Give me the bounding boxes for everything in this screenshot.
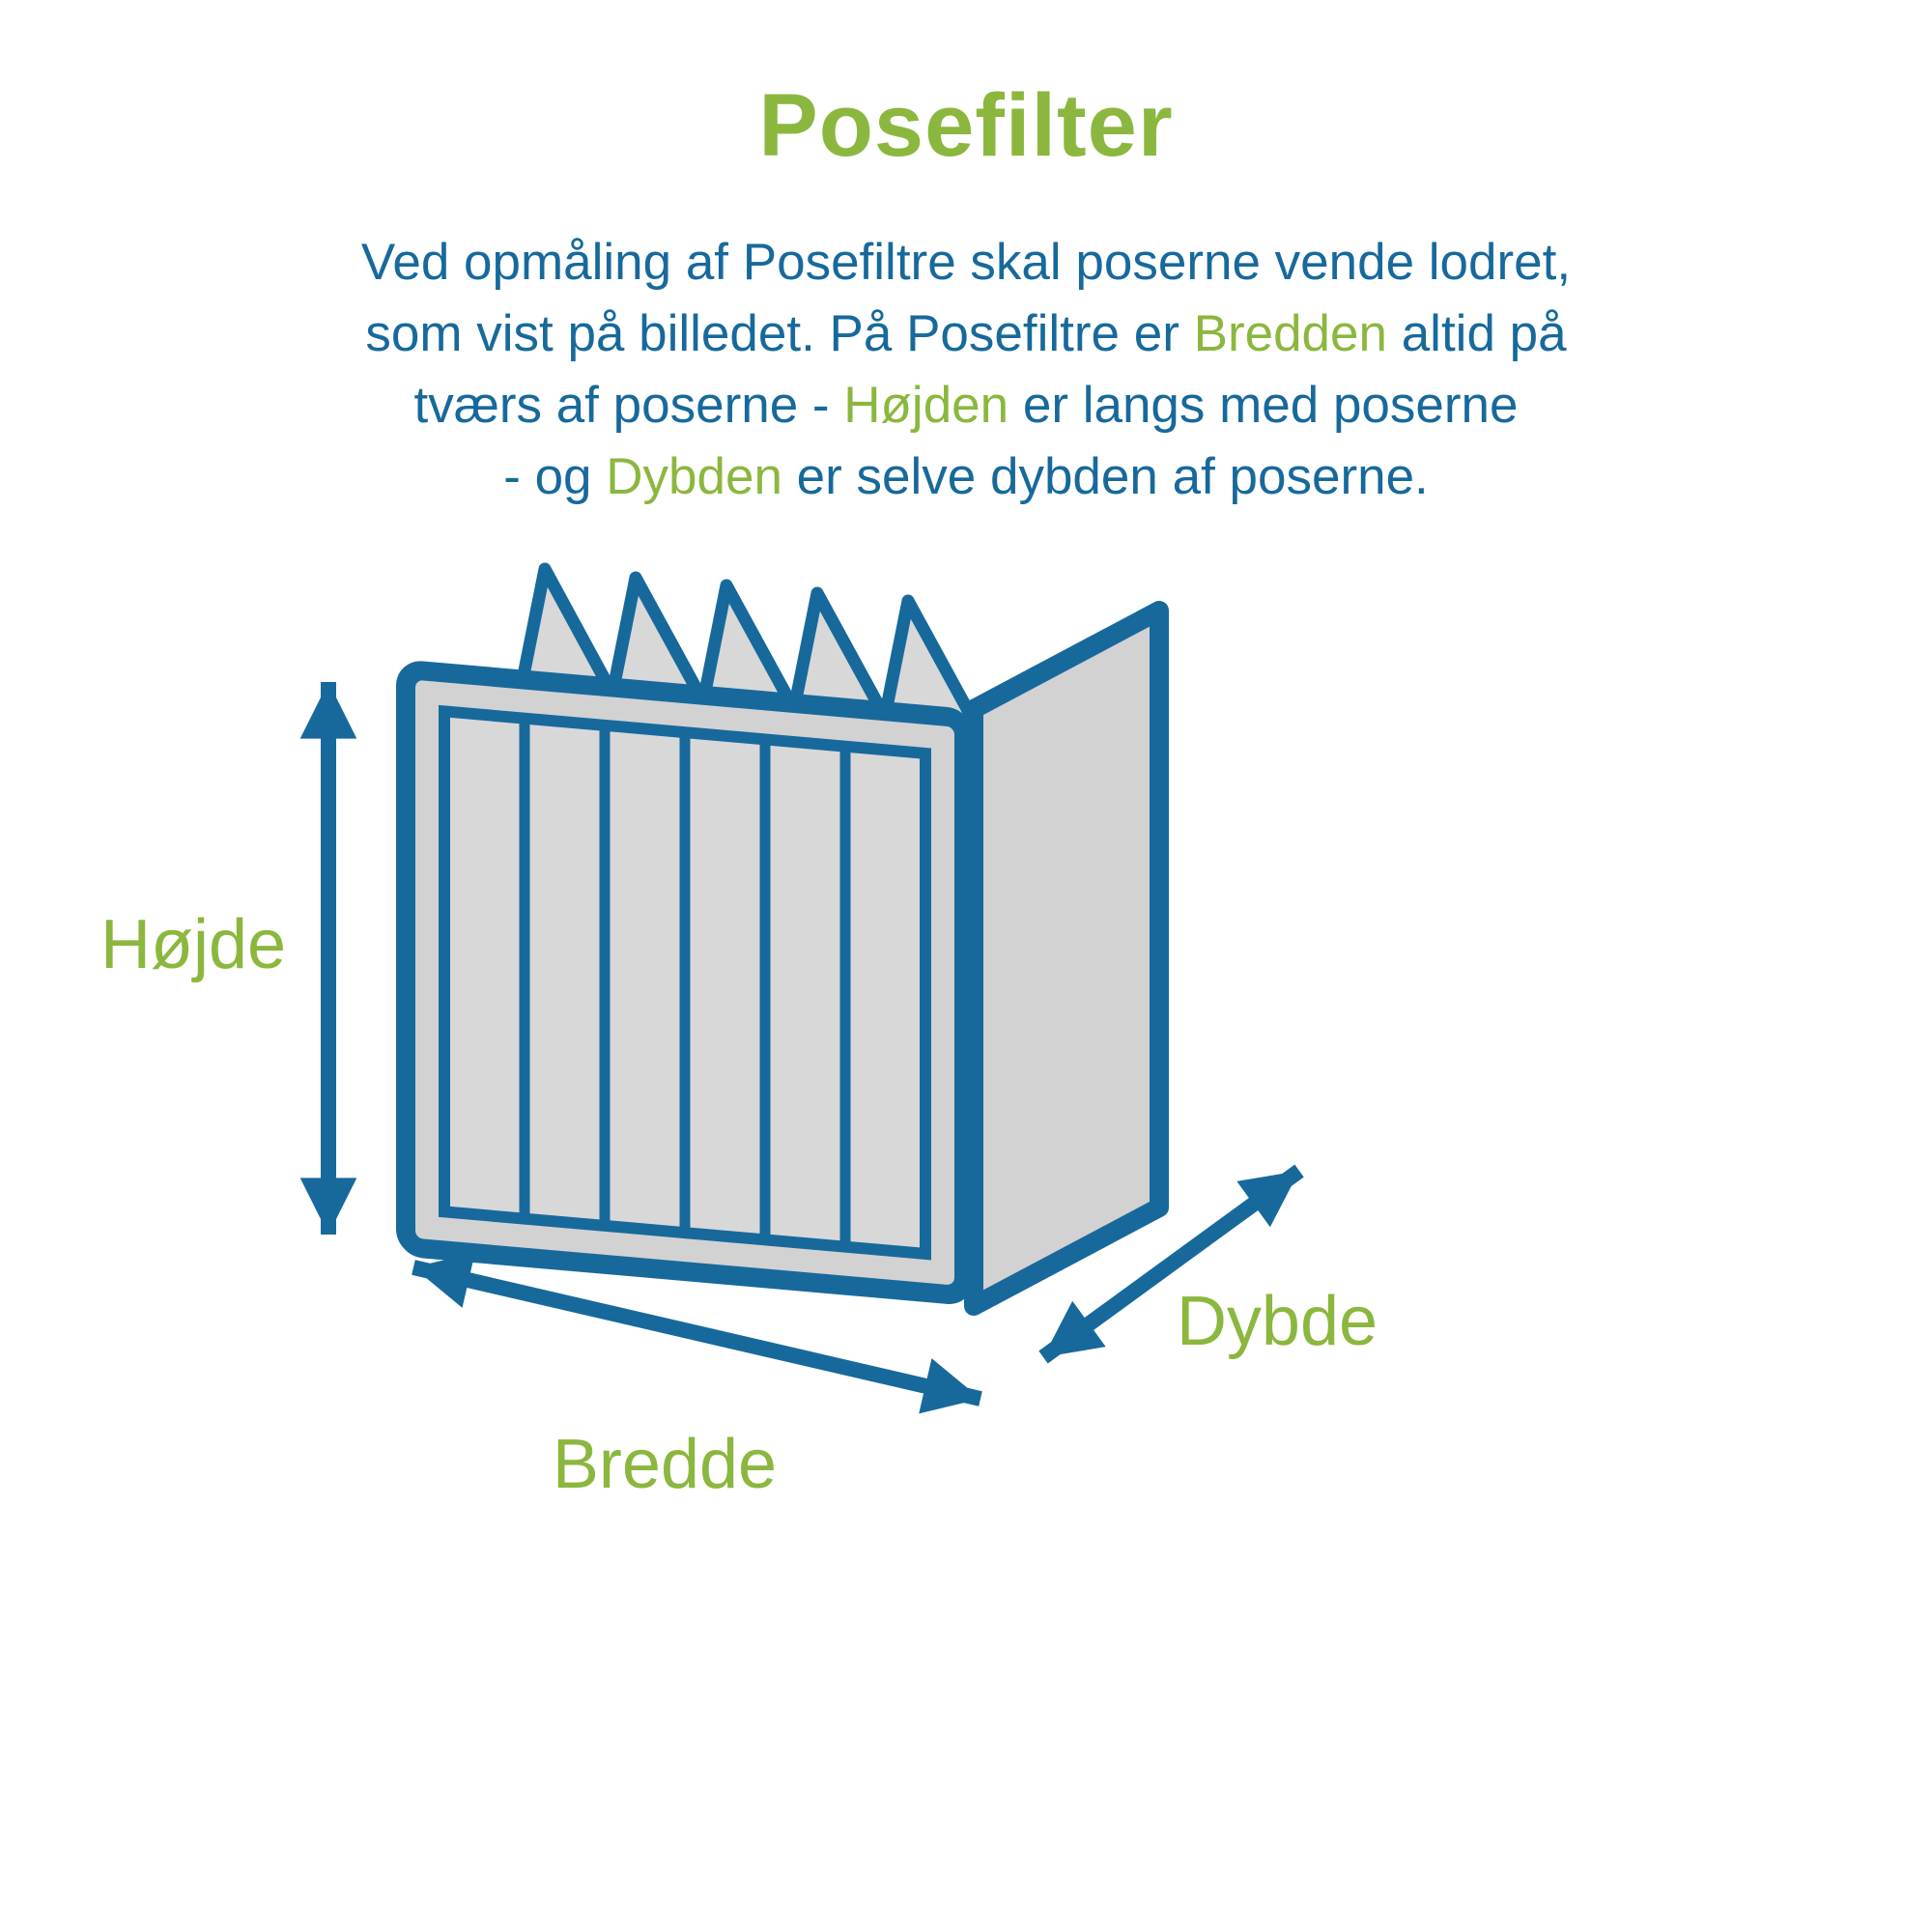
front-frame [396, 661, 974, 1304]
width-arrow [412, 1252, 982, 1414]
description-text: som vist på billedet. På Posefiltre er [365, 305, 1194, 362]
description-text: er langs med poserne [1009, 377, 1519, 434]
description-line: tværs af poserne - Højden er langs med p… [0, 370, 1932, 441]
width-label: Bredde [553, 1426, 777, 1503]
description-text: er selve dybden af poserne. [781, 448, 1429, 505]
height-label: Højde [100, 906, 286, 983]
page-title: Posefilter [758, 76, 1174, 175]
depth-label: Dybde [1177, 1283, 1378, 1360]
bag-pleats [515, 562, 982, 731]
description-line: - og Dybden er selve dybden af poserne. [0, 441, 1932, 513]
header: Posefilter Ved opmåling af Posefiltre sk… [0, 0, 1932, 513]
pocket-dividers [519, 720, 851, 1246]
dimension-term: Bredden [1193, 305, 1387, 362]
dimension-term: Højden [843, 377, 1009, 434]
depth-arrow [1038, 1164, 1304, 1364]
description-text: - og [503, 448, 607, 505]
description: Ved opmåling af Posefiltre skal poserne … [0, 227, 1932, 513]
dimension-term: Dybden [606, 448, 782, 505]
description-text: altid på [1386, 305, 1567, 362]
description-text: Ved opmåling af Posefiltre skal poserne … [360, 234, 1572, 291]
description-line: som vist på billedet. På Posefiltre er B… [0, 298, 1932, 370]
description-line: Ved opmåling af Posefiltre skal poserne … [0, 227, 1932, 298]
side-panel [964, 601, 1169, 1316]
description-text: tværs af poserne - [413, 377, 844, 434]
